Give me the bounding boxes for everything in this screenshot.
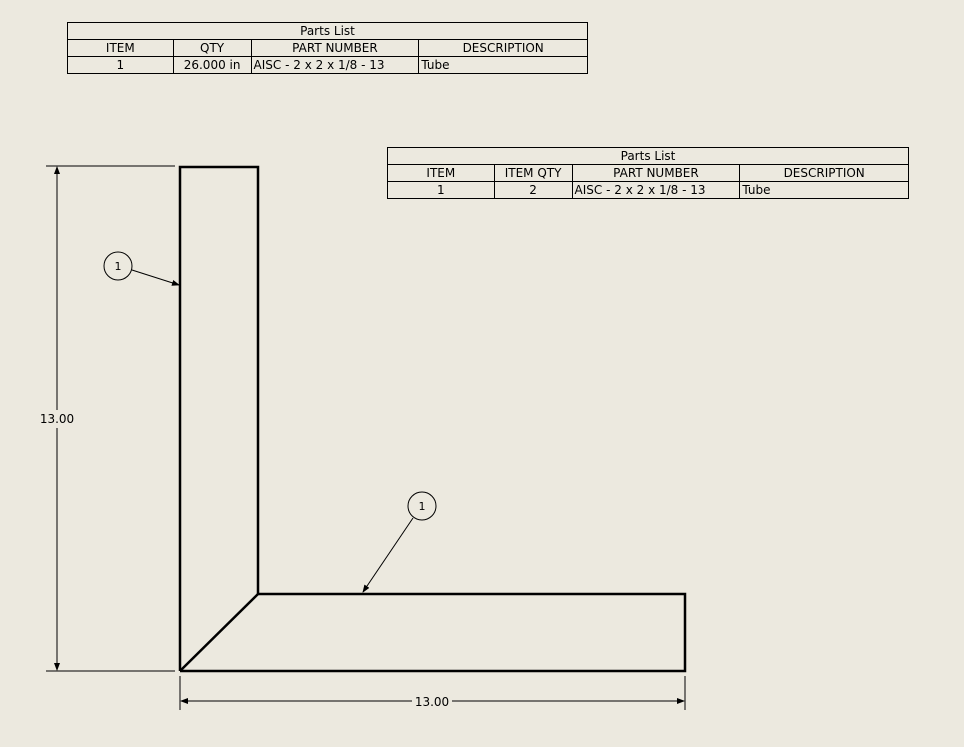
table-row: 1 26.000 in AISC - 2 x 2 x 1/8 - 13 Tube bbox=[67, 56, 588, 74]
cell-part-number: AISC - 2 x 2 x 1/8 - 13 bbox=[250, 56, 420, 74]
cell-qty: 2 bbox=[493, 181, 573, 199]
parts-list-title-row: Parts List bbox=[387, 147, 909, 165]
header-description: DESCRIPTION bbox=[418, 39, 588, 57]
part-geometry bbox=[178, 165, 687, 673]
vertical-tube-outline bbox=[178, 165, 260, 671]
horizontal-tube-outline bbox=[180, 592, 687, 673]
vertical-dimension bbox=[46, 165, 175, 672]
parts-list-header-row: ITEM QTY PART NUMBER DESCRIPTION bbox=[67, 39, 588, 57]
cell-item: 1 bbox=[67, 56, 174, 74]
miter-joint-line bbox=[179, 593, 259, 672]
balloon-horizontal-tube[interactable]: 1 bbox=[362, 491, 437, 593]
cell-part-number: AISC - 2 x 2 x 1/8 - 13 bbox=[571, 181, 741, 199]
cell-description: Tube bbox=[418, 56, 588, 74]
table-row: 1 2 AISC - 2 x 2 x 1/8 - 13 Tube bbox=[387, 181, 909, 199]
balloon-label: 1 bbox=[419, 500, 426, 513]
balloon-vertical-tube[interactable]: 1 bbox=[103, 251, 180, 286]
parts-list-table-1: Parts List ITEM QTY PART NUMBER DESCRIPT… bbox=[67, 22, 588, 74]
horizontal-dimension-value: 13.00 bbox=[415, 695, 449, 709]
cell-description: Tube bbox=[739, 181, 909, 199]
vertical-dimension-value: 13.00 bbox=[40, 412, 74, 426]
cell-qty: 26.000 in bbox=[172, 56, 252, 74]
parts-list-table-2: Parts List ITEM ITEM QTY PART NUMBER DES… bbox=[387, 147, 909, 199]
balloon-label: 1 bbox=[115, 260, 122, 273]
parts-list-title: Parts List bbox=[387, 147, 909, 165]
horizontal-dimension bbox=[179, 676, 686, 710]
